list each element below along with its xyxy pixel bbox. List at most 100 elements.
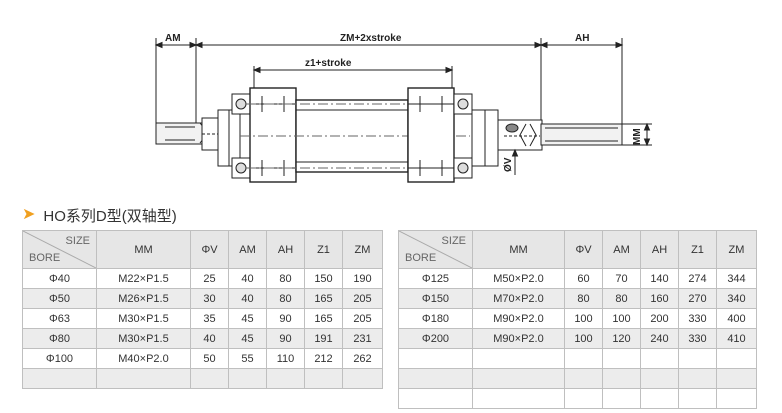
am-dimension-label: AM bbox=[165, 33, 181, 44]
table-row bbox=[398, 368, 757, 389]
value-cell: M30×P1.5 bbox=[96, 328, 191, 349]
value-cell: 40 bbox=[228, 288, 267, 309]
cylinder-drawing: AM ZM+2xstroke AH z1+stroke MM ØV bbox=[154, 33, 652, 183]
value-cell: 90 bbox=[266, 308, 305, 329]
zm-dimension-label: ZM+2xstroke bbox=[340, 33, 402, 44]
value-cell: 80 bbox=[266, 268, 305, 289]
value-cell: M90×P2.0 bbox=[472, 308, 565, 329]
value-cell: 25 bbox=[190, 268, 229, 289]
column-header: MM bbox=[472, 230, 565, 269]
value-cell: 70 bbox=[602, 268, 641, 289]
value-cell: 205 bbox=[342, 288, 383, 309]
value-cell: 205 bbox=[342, 308, 383, 329]
column-header: AM bbox=[602, 230, 641, 269]
z1-dimension-label: z1+stroke bbox=[305, 58, 352, 69]
value-cell: 80 bbox=[602, 288, 641, 309]
column-header: ZM bbox=[716, 230, 757, 269]
bore-cell: Φ125 bbox=[398, 268, 473, 289]
value-cell bbox=[640, 368, 679, 389]
column-header: MM bbox=[96, 230, 191, 269]
bore-label: BORE bbox=[29, 252, 61, 264]
value-cell: 80 bbox=[266, 288, 305, 309]
value-cell: 330 bbox=[678, 328, 717, 349]
value-cell: M30×P1.5 bbox=[96, 308, 191, 329]
bore-cell bbox=[398, 388, 473, 409]
bore-cell: Φ80 bbox=[22, 328, 97, 349]
table-header-row: SIZE BORE MM ΦV AM AH Z1 ZM bbox=[22, 230, 383, 269]
value-cell: 150 bbox=[304, 268, 343, 289]
value-cell bbox=[602, 388, 641, 409]
value-cell: 60 bbox=[564, 268, 603, 289]
bore-cell bbox=[22, 368, 97, 389]
value-cell bbox=[716, 348, 757, 369]
value-cell: 190 bbox=[342, 268, 383, 289]
bore-cell: Φ180 bbox=[398, 308, 473, 329]
bore-cell: Φ150 bbox=[398, 288, 473, 309]
value-cell bbox=[190, 368, 229, 389]
value-cell bbox=[678, 348, 717, 369]
bore-cell: Φ63 bbox=[22, 308, 97, 329]
value-cell: 262 bbox=[342, 348, 383, 369]
value-cell: M26×P1.5 bbox=[96, 288, 191, 309]
value-cell: 410 bbox=[716, 328, 757, 349]
column-header: AM bbox=[228, 230, 267, 269]
value-cell: 240 bbox=[640, 328, 679, 349]
value-cell: 212 bbox=[304, 348, 343, 369]
value-cell: 40 bbox=[190, 328, 229, 349]
bore-label: BORE bbox=[405, 252, 437, 264]
value-cell: 274 bbox=[678, 268, 717, 289]
value-cell: M22×P1.5 bbox=[96, 268, 191, 289]
arrow-icon: ➤ bbox=[22, 206, 36, 223]
value-cell: 231 bbox=[342, 328, 383, 349]
bore-cell: Φ200 bbox=[398, 328, 473, 349]
column-header: ΦV bbox=[564, 230, 603, 269]
value-cell: 40 bbox=[228, 268, 267, 289]
value-cell bbox=[96, 368, 191, 389]
value-cell: 270 bbox=[678, 288, 717, 309]
value-cell: 400 bbox=[716, 308, 757, 329]
value-cell: 340 bbox=[716, 288, 757, 309]
value-cell bbox=[716, 368, 757, 389]
bore-cell: Φ50 bbox=[22, 288, 97, 309]
value-cell bbox=[678, 368, 717, 389]
value-cell bbox=[640, 348, 679, 369]
section-heading: ➤ HO系列D型(双轴型) bbox=[22, 204, 177, 226]
v-dimension-label: ØV bbox=[503, 157, 514, 172]
value-cell: 160 bbox=[640, 288, 679, 309]
column-header: Z1 bbox=[304, 230, 343, 269]
value-cell bbox=[472, 388, 565, 409]
value-cell: M40×P2.0 bbox=[96, 348, 191, 369]
ah-dimension-label: AH bbox=[575, 33, 589, 44]
value-cell bbox=[472, 348, 565, 369]
value-cell: M70×P2.0 bbox=[472, 288, 565, 309]
table-row bbox=[22, 368, 383, 389]
value-cell bbox=[602, 368, 641, 389]
table-row bbox=[398, 388, 757, 409]
column-header: Z1 bbox=[678, 230, 717, 269]
table-header-row: SIZE BORE MM ΦV AM AH Z1 ZM bbox=[398, 230, 757, 269]
size-label: SIZE bbox=[441, 235, 466, 247]
bore-cell: Φ100 bbox=[22, 348, 97, 369]
value-cell bbox=[564, 368, 603, 389]
value-cell bbox=[266, 368, 305, 389]
bore-cell bbox=[398, 368, 473, 389]
value-cell: 110 bbox=[266, 348, 305, 369]
column-header: AH bbox=[640, 230, 679, 269]
value-cell: M90×P2.0 bbox=[472, 328, 565, 349]
value-cell bbox=[564, 388, 603, 409]
value-cell: 45 bbox=[228, 308, 267, 329]
value-cell: 165 bbox=[304, 308, 343, 329]
value-cell: 100 bbox=[602, 308, 641, 329]
column-header: AH bbox=[266, 230, 305, 269]
corner-header: SIZE BORE bbox=[22, 230, 97, 269]
value-cell bbox=[304, 368, 343, 389]
value-cell: 50 bbox=[190, 348, 229, 369]
